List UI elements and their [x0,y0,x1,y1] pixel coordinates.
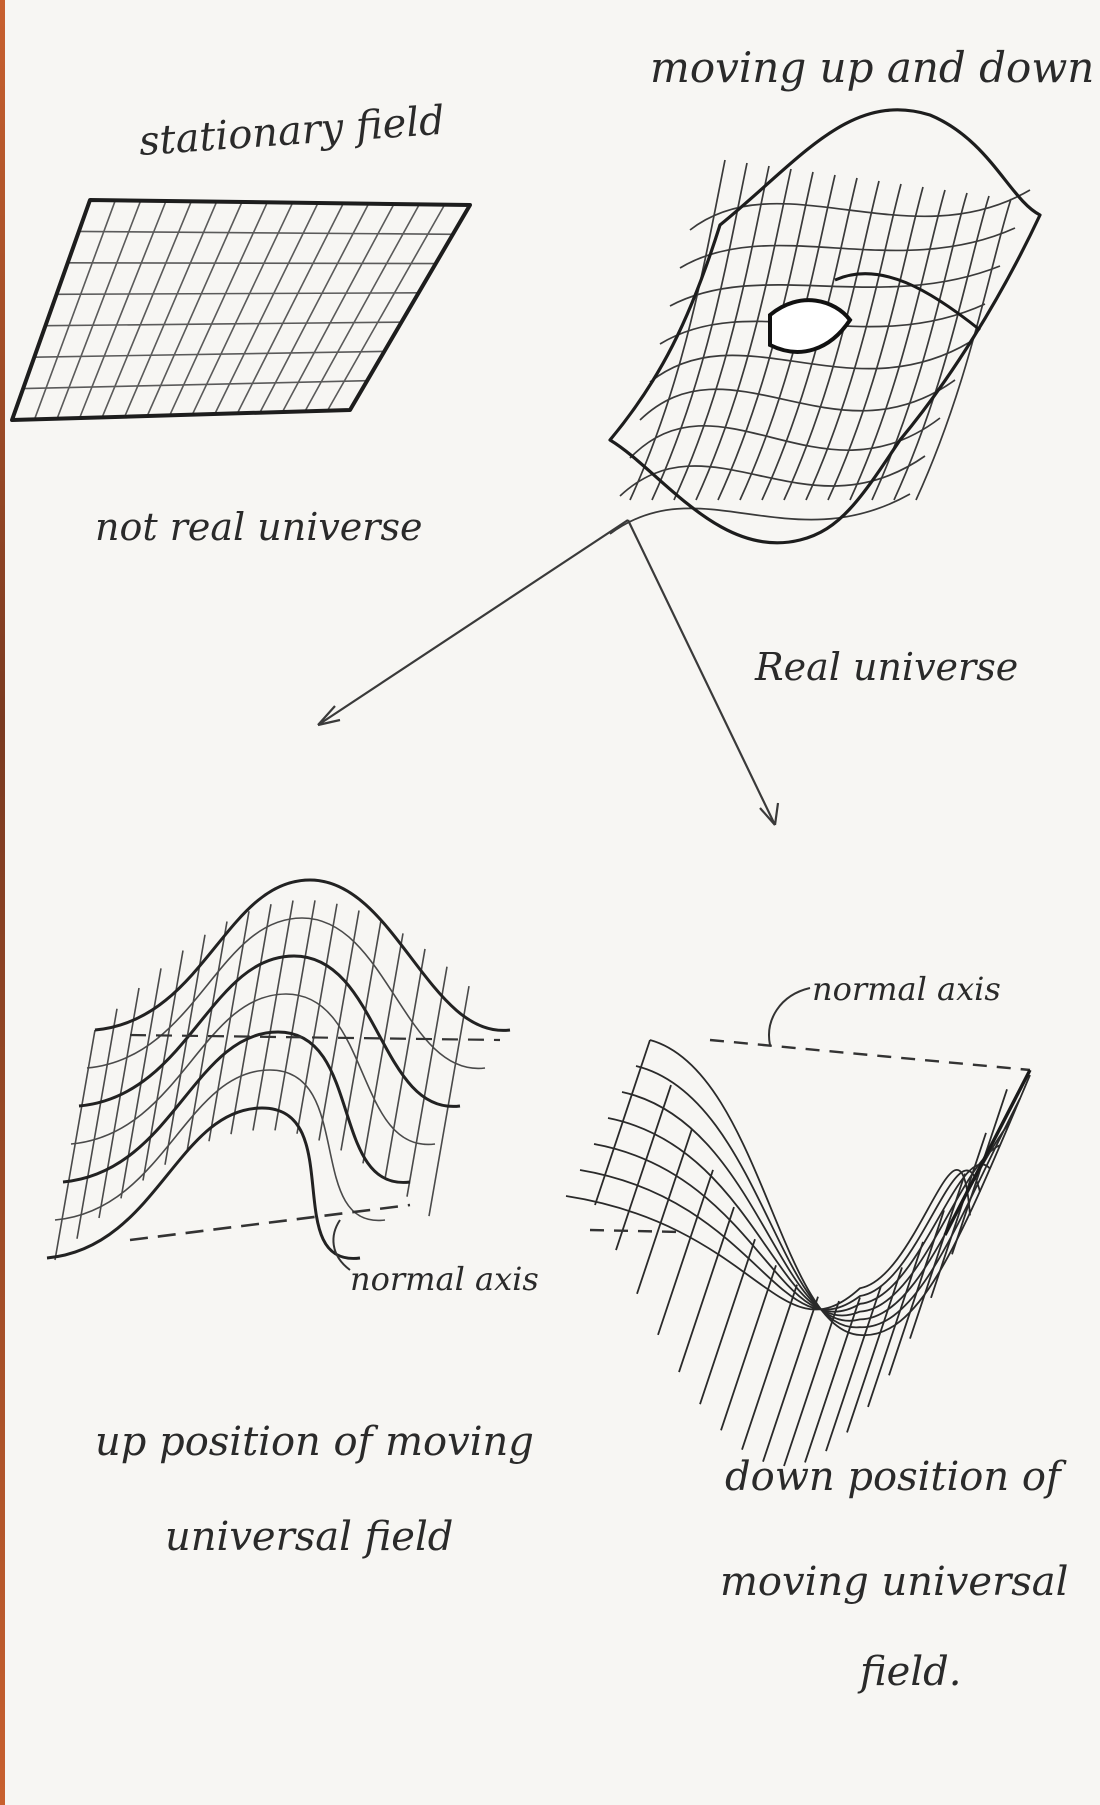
up-grid-col [77,1009,117,1239]
flat-grid-row [34,351,384,357]
down-grid-lines [566,1040,1030,1466]
down-grid-col [763,1297,818,1462]
flat-grid-row [79,231,453,234]
up-grid-lines [55,900,485,1260]
flat-grid-row [68,263,436,264]
up-grid-col [55,1030,95,1260]
warp-grid-col [850,190,945,500]
down-grid-col [700,1239,755,1404]
label-up-position-line1: up position of moving [95,1419,534,1465]
down-grid-col [742,1285,797,1450]
arrow-to-up-position [318,520,628,725]
up-position-sketch [47,880,510,1270]
flat-grid-row [45,322,401,326]
up-grid-col [231,904,271,1134]
down-position-sketch [566,988,1030,1466]
up-grid-col [407,967,447,1197]
warp-grid-row [640,380,955,420]
up-grid-col [363,933,403,1163]
down-normal-axis-bottom [590,1230,680,1232]
up-wave-row [55,1070,385,1220]
up-axis-pointer [333,1220,350,1270]
up-wave-lines [47,880,510,1258]
down-right-edge [945,1070,1030,1235]
moving-field-sketch [610,110,1040,543]
label-not-real-universe: not real universe [95,505,422,549]
stationary-field-sketch [12,200,470,420]
flat-grid-row [23,381,367,389]
up-grid-col [385,949,425,1179]
label-real-universe: Real universe [754,645,1018,689]
down-axis-pointer [769,988,810,1045]
flat-grid-lines [23,200,453,419]
branch-arrows [318,520,778,825]
up-grid-col [253,901,293,1131]
up-wave-row [47,1108,360,1258]
label-up-position-line2: universal field [165,1514,453,1560]
up-grid-col [319,910,359,1140]
up-grid-col [275,900,315,1130]
hole-lip [835,274,980,330]
arrow-to-down-position [628,520,775,825]
label-normal-axis-left: normal axis [350,1260,539,1298]
down-grid-col [889,1210,944,1375]
down-grid-col [637,1129,692,1294]
label-down-position-line2: moving universal [720,1559,1068,1605]
arrowhead-left [318,706,340,725]
warp-grid-col [872,193,967,500]
down-wave-row [636,1066,1020,1327]
up-grid-col [165,935,205,1165]
field-hole [770,300,850,352]
label-stationary-field: stationary field [137,98,446,165]
down-normal-axis-top [710,1040,1030,1070]
label-moving-up-down: moving up and down [650,43,1094,92]
flat-grid-col [327,205,444,411]
up-grid-col [297,904,337,1134]
label-down-position-line1: down position of [725,1454,1067,1500]
warp-grid-col [828,187,923,500]
flat-grid-row [57,293,419,294]
label-down-position-line3: field. [857,1649,961,1695]
down-grid-col [679,1207,734,1372]
down-grid-col [721,1265,776,1430]
down-grid-col [658,1170,713,1335]
label-normal-axis-right: normal axis [812,970,1001,1008]
warp-grid-row [610,494,910,534]
up-normal-axis-bottom [130,1205,410,1240]
up-grid-col [429,986,469,1216]
